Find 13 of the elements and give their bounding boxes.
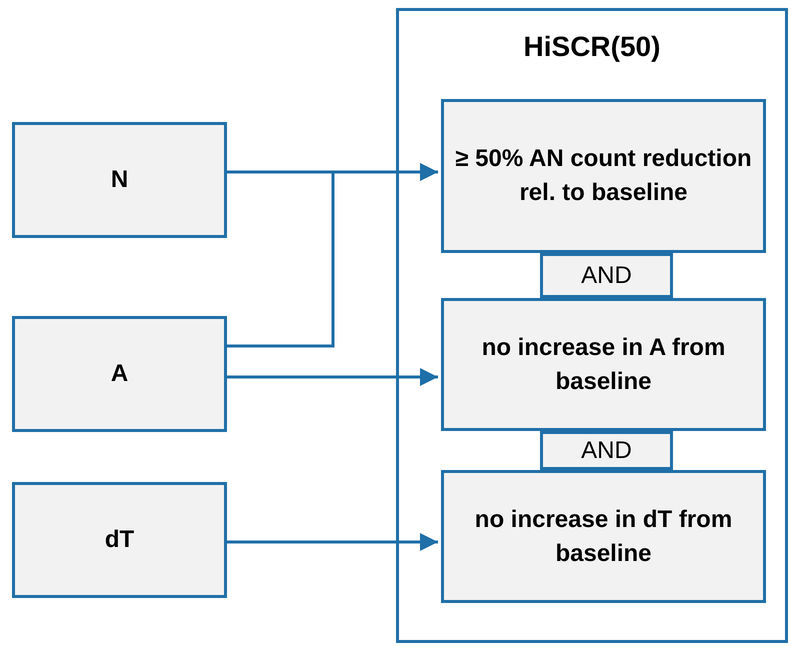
criterion-box: no increase in A from baseline bbox=[441, 298, 766, 431]
group-frame bbox=[396, 8, 788, 643]
arrow bbox=[227, 163, 438, 348]
criterion-box: N bbox=[12, 122, 227, 238]
criterion-box: ≥ 50% AN count reduction rel. to baseline bbox=[441, 99, 766, 253]
criterion-box: dT bbox=[12, 482, 227, 598]
arrow bbox=[226, 533, 438, 551]
arrow bbox=[226, 368, 438, 386]
and-connector-box: AND bbox=[540, 253, 673, 298]
and-connector-box: AND bbox=[540, 431, 673, 470]
criterion-box: no increase in dT from baseline bbox=[441, 470, 766, 603]
criterion-box: A bbox=[12, 316, 227, 432]
group-title: HiSCR(50) bbox=[522, 30, 662, 64]
